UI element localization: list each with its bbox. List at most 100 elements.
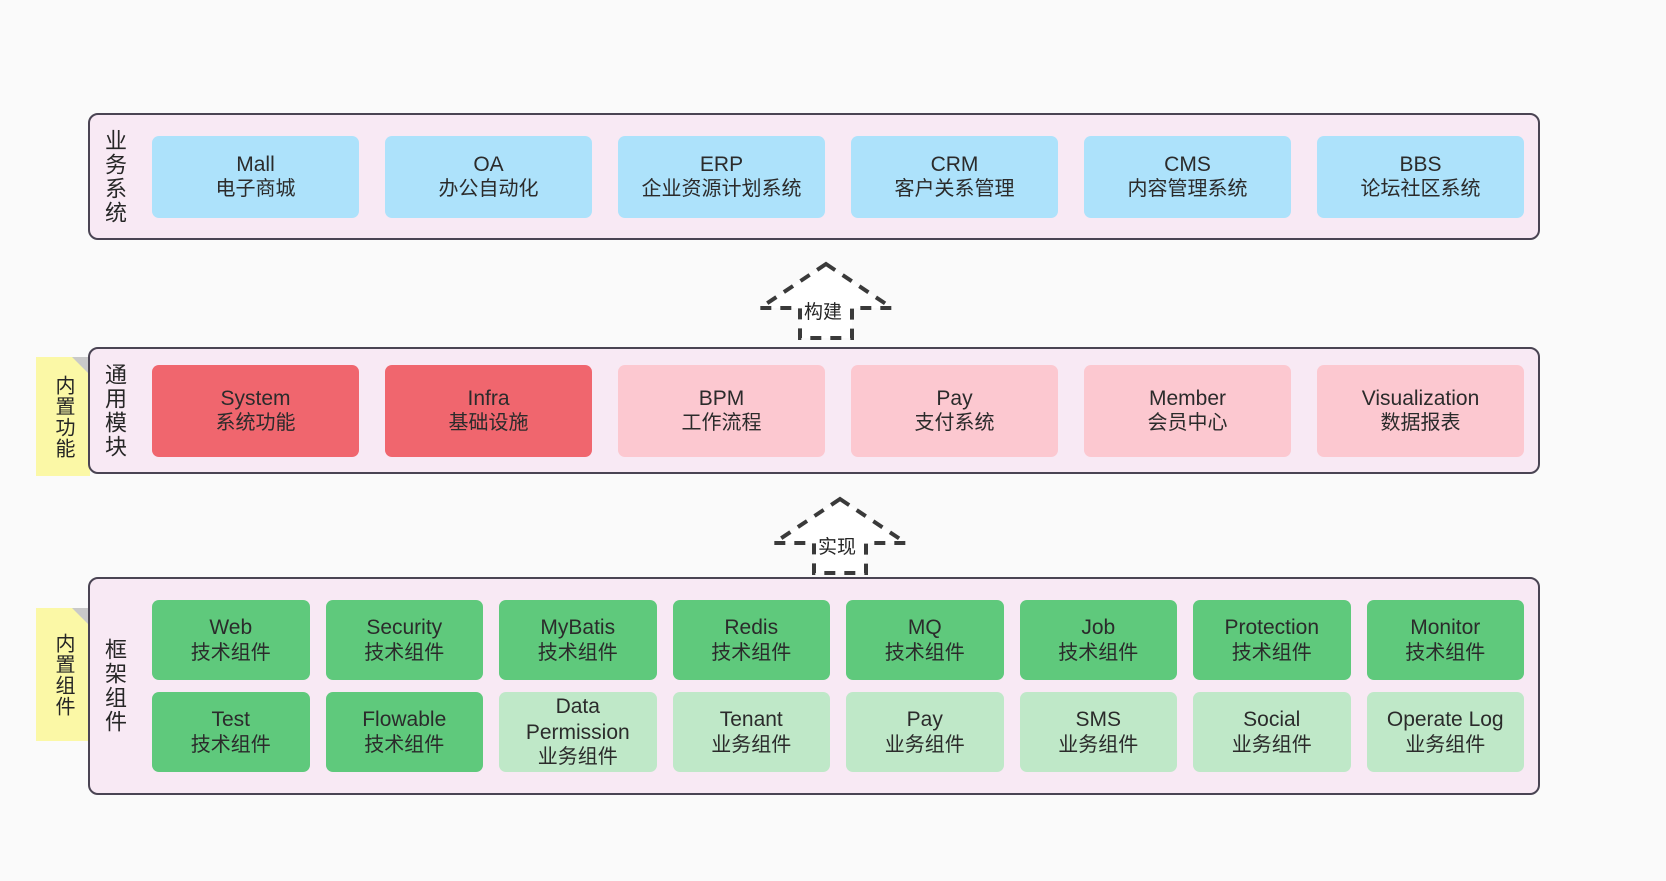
node-subtitle: 技术组件	[537, 641, 618, 664]
node-subtitle: 技术组件	[190, 641, 271, 664]
node-title: BBS	[1399, 152, 1442, 176]
connector-build-label: 构建	[804, 302, 843, 323]
layer-title-framework: 框架组件	[101, 638, 127, 734]
node-title: Test	[211, 708, 250, 731]
node-subtitle: 技术组件	[364, 641, 445, 664]
sticky-note-builtin-function-label: 内置功能	[52, 374, 74, 459]
node-subtitle: 论坛社区系统	[1360, 178, 1481, 201]
node-title: Protection	[1224, 616, 1320, 639]
node-subtitle: 技术组件	[1405, 641, 1486, 664]
node-subtitle: 业务组件	[1405, 733, 1486, 756]
node-title: BPM	[698, 386, 745, 410]
node-title: System	[220, 386, 291, 410]
node-subtitle: 系统功能	[215, 412, 296, 435]
node-title: Operate Log	[1386, 708, 1504, 731]
node-subtitle: 办公自动化	[438, 178, 539, 201]
node-title: Monitor	[1410, 616, 1481, 639]
node-subtitle: 技术组件	[364, 733, 445, 756]
node-title: Visualization	[1361, 386, 1480, 410]
node-subtitle: 支付系统	[914, 412, 995, 435]
node-title: Job	[1081, 616, 1116, 639]
layer-title-common: 通用模块	[101, 362, 127, 459]
node-subtitle: 内容管理系统	[1127, 178, 1248, 201]
node-subtitle: 客户关系管理	[894, 178, 1015, 201]
node-title: Member	[1148, 386, 1227, 410]
node-title: Infra	[467, 386, 510, 410]
node-title: Security	[366, 616, 443, 639]
node-title: Pay	[906, 708, 943, 731]
node-subtitle: 工作流程	[681, 412, 762, 435]
sticky-note-builtin-component-label: 内置组件	[52, 632, 74, 717]
node-subtitle: 企业资源计划系统	[641, 178, 802, 201]
layer-title-business: 业务系统	[101, 128, 127, 225]
connector-implement-label: 实现	[818, 537, 857, 558]
node-title: OA	[473, 152, 504, 176]
node-title: CMS	[1164, 152, 1211, 176]
node-subtitle: 技术组件	[711, 641, 792, 664]
connector-build: 构建	[753, 261, 899, 340]
node-title: MyBatis	[540, 616, 616, 639]
sticky-note-builtin-function: 内置功能	[36, 357, 90, 476]
node-title: Tenant	[719, 708, 783, 731]
node-subtitle: 电子商城	[215, 178, 296, 201]
node-title: Flowable	[362, 708, 447, 731]
node-title: Mall	[236, 152, 275, 176]
node-title: Pay	[936, 386, 973, 410]
node-title: Social	[1243, 708, 1301, 731]
node-subtitle: 数据报表	[1380, 412, 1461, 435]
node-subtitle: 会员中心	[1147, 412, 1228, 435]
node-subtitle: 业务组件	[711, 733, 792, 756]
node-subtitle: 技术组件	[1058, 641, 1139, 664]
node-title: MQ	[907, 616, 942, 639]
note-fold-icon	[72, 357, 90, 375]
node-subtitle: 业务组件	[884, 733, 965, 756]
node-title: CRM	[930, 152, 979, 176]
node-subtitle: 技术组件	[190, 733, 271, 756]
note-fold-icon	[72, 608, 90, 626]
node-subtitle: 业务组件	[1231, 733, 1312, 756]
sticky-note-builtin-component: 内置组件	[36, 608, 90, 741]
node-title: SMS	[1075, 708, 1121, 731]
node-subtitle: 技术组件	[1231, 641, 1312, 664]
node-subtitle: 业务组件	[1058, 733, 1139, 756]
node-subtitle: 技术组件	[884, 641, 965, 664]
node-subtitle: 基础设施	[448, 412, 529, 435]
node-title: ERP	[699, 152, 744, 176]
node-title: Redis	[724, 616, 779, 639]
